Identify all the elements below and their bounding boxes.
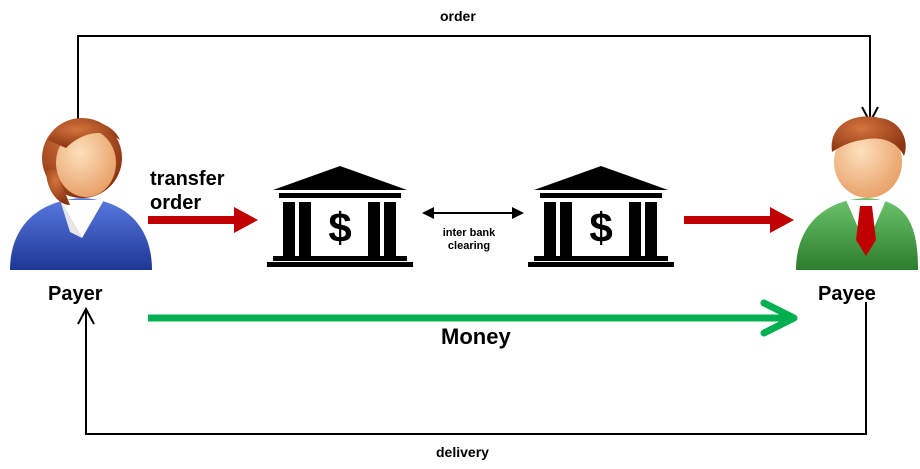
- delivery-line: [85, 302, 867, 435]
- payee-label: Payee: [818, 283, 876, 305]
- payer-label: Payer: [48, 283, 103, 305]
- bank-1-dollar-sign: $: [328, 204, 351, 251]
- transfer-arrowhead-left: [234, 207, 258, 233]
- transfer-order-line-1: transfer: [150, 168, 225, 190]
- delivery-label: delivery: [436, 444, 489, 460]
- bank-2-dollar-sign: $: [589, 204, 612, 251]
- transfer-order-line-2: order: [150, 192, 202, 214]
- payer-person-icon: [10, 118, 152, 270]
- clearing-arrowhead-left: [422, 207, 434, 219]
- money-arrowhead: [760, 299, 798, 337]
- transfer-order-label: transfer order: [150, 167, 224, 215]
- clearing-line-2: clearing: [447, 240, 491, 252]
- clearing-arrowhead-right: [512, 207, 524, 219]
- bank-building-icon: $: [528, 166, 674, 267]
- delivery-arrowhead: [77, 306, 95, 325]
- transfer-arrowhead-right: [770, 207, 794, 233]
- bank-building-icon: $: [267, 166, 413, 267]
- order-line: [77, 35, 871, 130]
- payee-person-icon: [796, 116, 918, 270]
- inter-bank-clearing-label: inter bank clearing: [434, 227, 504, 253]
- order-label: order: [440, 8, 476, 24]
- money-label: Money: [441, 324, 511, 349]
- clearing-line-1: inter bank: [442, 227, 496, 239]
